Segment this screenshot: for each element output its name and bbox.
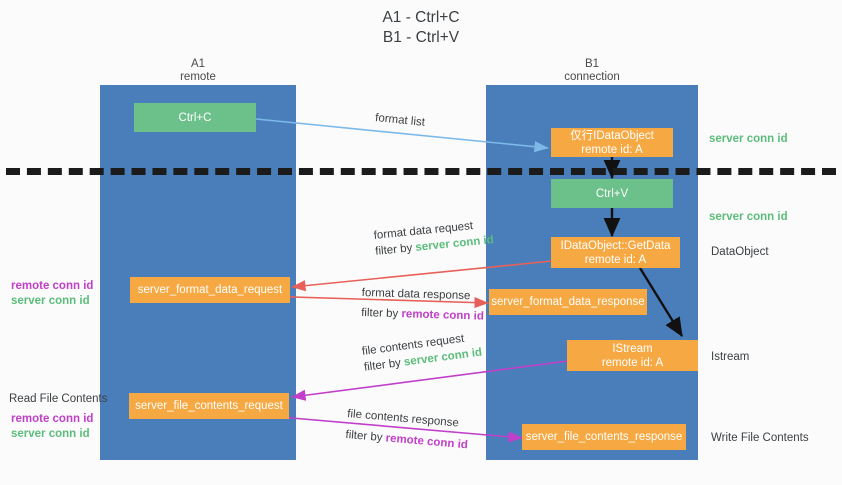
edge-label-format-data-request: format data request filter by server con…: [373, 216, 494, 260]
edge-label-format-data-response-line1: format data response: [361, 286, 471, 303]
annotation-server-conn-id-top: server conn id: [709, 133, 788, 145]
node-server-file-contents-request[interactable]: server_file_contents_request: [129, 393, 289, 419]
edge-label-format-data-response-prefix: filter by: [360, 306, 402, 321]
node-ctrl-c[interactable]: Ctrl+C: [134, 103, 256, 132]
node-istream[interactable]: IStream remote id: A: [567, 340, 698, 371]
node-server-file-contents-response[interactable]: server_file_contents_response: [522, 424, 686, 450]
phase-separator: [6, 168, 836, 175]
edge-label-file-contents-request: file contents request filter by server c…: [361, 329, 483, 376]
edge-label-format-data-request-prefix: filter by: [374, 241, 417, 258]
edge-label-file-contents-request-prefix: filter by: [363, 356, 405, 374]
node-server-format-data-request[interactable]: server_format_data_request: [130, 277, 290, 303]
edge-label-file-contents-response: file contents response filter by remote …: [345, 406, 470, 453]
annotation-remote-conn-id-2: remote conn id: [11, 413, 94, 425]
edge-label-format-data-response-line2: filter by remote conn id: [361, 305, 484, 325]
page-title: A1 - Ctrl+C B1 - Ctrl+V: [382, 9, 460, 46]
node-ctrl-v[interactable]: Ctrl+V: [551, 179, 673, 208]
annotation-read-file-contents: Read File Contents: [9, 393, 108, 405]
annotation-remote-conn-id-1: remote conn id: [11, 280, 94, 292]
node-idataobject-remote[interactable]: 仅行IDataObject remote id: A: [551, 128, 673, 157]
node-idataobject-getdata[interactable]: IDataObject::GetData remote id: A: [551, 237, 680, 268]
edge-label-file-contents-response-key: remote conn id: [385, 432, 469, 452]
node-server-format-data-response[interactable]: server_format_data_response: [489, 289, 647, 315]
lane-header-a1: A1 remote: [180, 58, 216, 83]
edge-label-format-data-response-key: remote conn id: [401, 308, 484, 323]
edge-label-format-data-response: format data response filter by remote co…: [361, 285, 485, 325]
lane-header-b1: B1 connection: [564, 58, 620, 83]
edge-label-format-list: format list: [374, 111, 426, 129]
annotation-server-conn-id-1: server conn id: [11, 295, 90, 307]
annotation-server-conn-id-mid: server conn id: [709, 211, 788, 223]
annotation-istream: Istream: [711, 351, 750, 363]
edge-label-file-contents-response-prefix: filter by: [345, 428, 387, 445]
annotation-dataobject: DataObject: [711, 246, 769, 258]
annotation-write-file-contents: Write File Contents: [711, 432, 809, 444]
annotation-server-conn-id-2: server conn id: [11, 428, 90, 440]
